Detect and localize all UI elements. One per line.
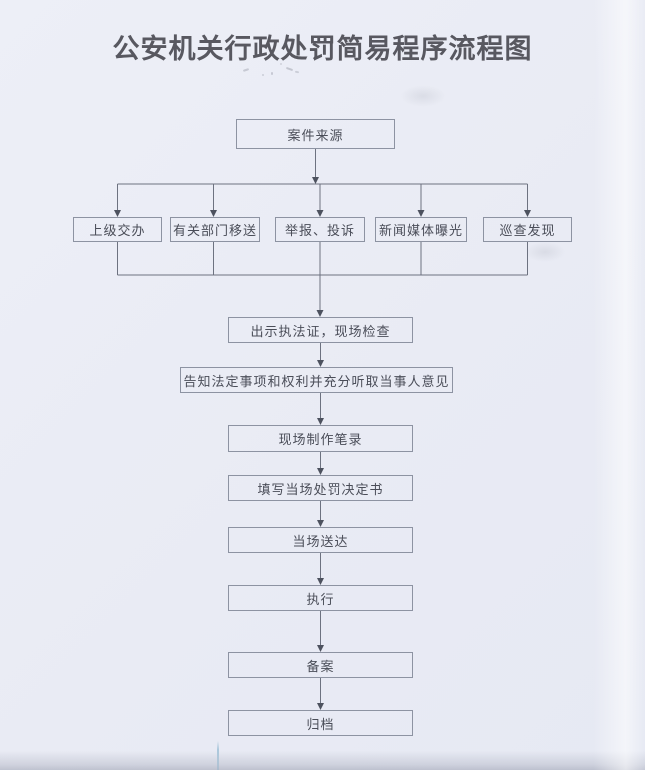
flow-node-archive: 归档 xyxy=(228,710,413,736)
flow-node-report-complaint: 举报、投诉 xyxy=(275,217,365,242)
connector-source-to-distribution xyxy=(312,149,319,184)
flow-node-show-credentials-inspect: 出示执法证，现场检查 xyxy=(228,317,413,343)
connector-merge-to-step0 xyxy=(316,275,324,317)
flow-node-patrol-discovery: 巡查发现 xyxy=(483,217,572,242)
scan-scratch xyxy=(217,741,219,770)
flow-node-fill-punishment-decision: 填写当场处罚决定书 xyxy=(228,475,413,501)
scan-blotch xyxy=(525,242,565,262)
connector-step3-step4 xyxy=(317,501,324,527)
flow-node-inform-rights-listen: 告知法定事项和权利并充分听取当事人意见 xyxy=(180,367,453,393)
connector-branches-to-merge xyxy=(117,242,528,276)
flow-node-media-exposure: 新闻媒体曝光 xyxy=(375,217,467,242)
flow-node-file-record: 备案 xyxy=(228,652,413,678)
flow-node-execute: 执行 xyxy=(228,585,413,611)
connector-step2-step3 xyxy=(317,452,324,475)
connector-step6-step7 xyxy=(317,678,324,710)
flow-node-onsite-delivery: 当场送达 xyxy=(228,527,413,553)
connector-step4-step5 xyxy=(317,553,324,585)
flow-node-superior-assignment: 上级交办 xyxy=(73,217,162,242)
connector-step5-step6 xyxy=(317,611,324,652)
connector-step1-step2 xyxy=(317,393,324,425)
scan-blotch xyxy=(400,85,446,107)
flow-node-case-source: 案件来源 xyxy=(236,119,395,149)
connector-distribution-to-branches xyxy=(114,184,531,217)
flow-node-department-transfer: 有关部门移送 xyxy=(170,217,260,242)
flow-node-onsite-record: 现场制作笔录 xyxy=(228,425,413,452)
connector-step0-step1 xyxy=(317,343,324,367)
page-title: 公安机关行政处罚简易程序流程图 xyxy=(112,34,533,64)
